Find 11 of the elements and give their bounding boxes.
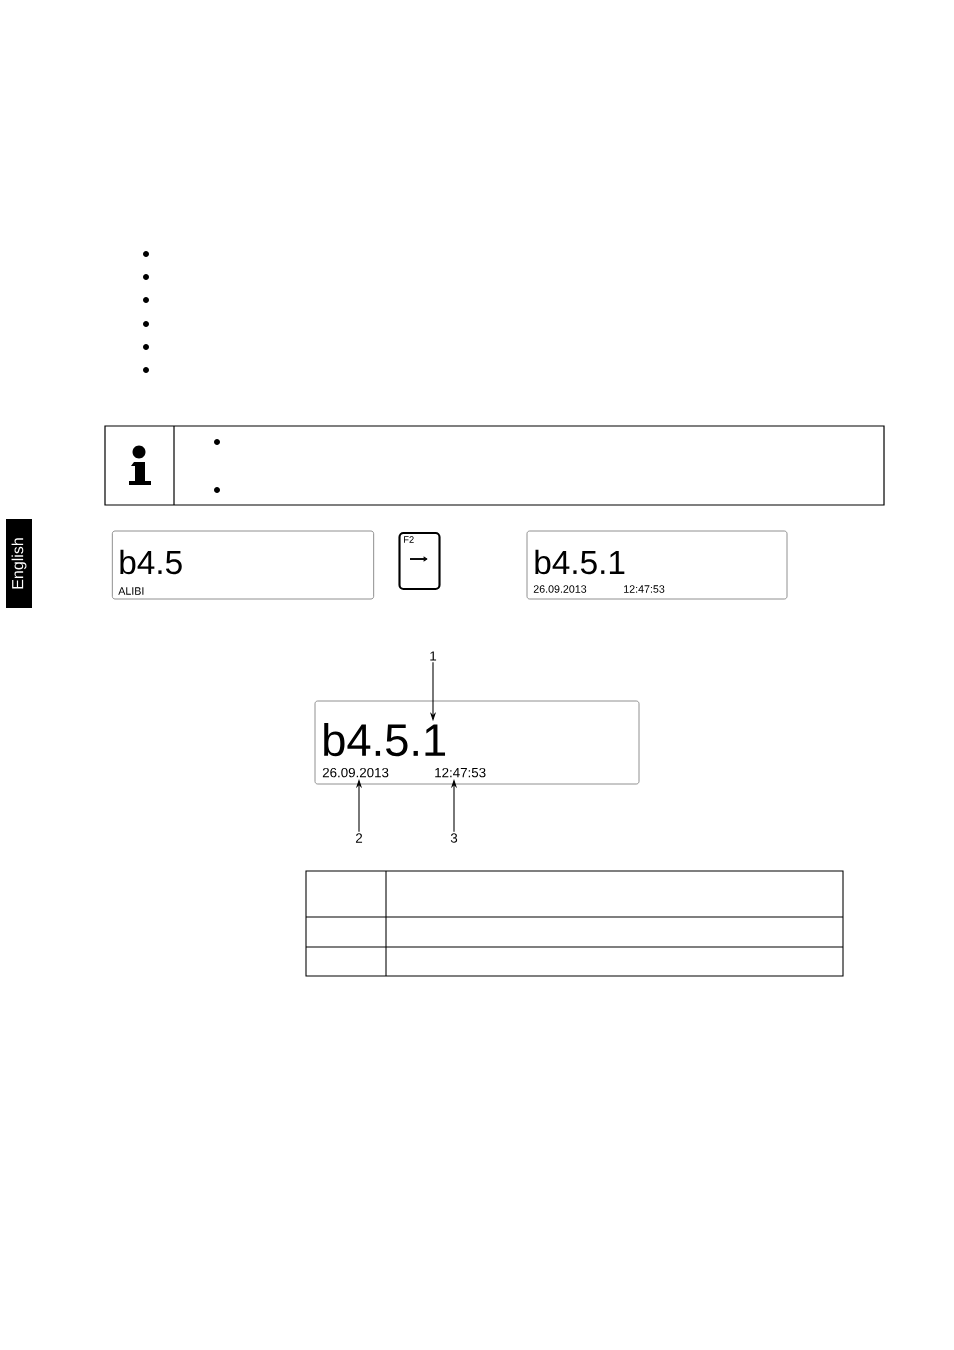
callout-number: 3: [450, 833, 458, 843]
display-reading: b4.5.1: [324, 722, 446, 757]
callout-number: 1: [430, 651, 437, 661]
function-key: F2: [398, 531, 441, 591]
time-text: 12:47:53: [435, 767, 486, 778]
display-panel: [314, 700, 640, 785]
date-text: 26.09.2013: [322, 767, 389, 778]
display-panel: b4.5.1 26.09.2013 12:47:53: [526, 530, 788, 600]
display-panel: b4.5 ALIBI: [111, 530, 375, 600]
language-tab: English: [6, 519, 32, 608]
callout-number: 2: [355, 833, 363, 843]
